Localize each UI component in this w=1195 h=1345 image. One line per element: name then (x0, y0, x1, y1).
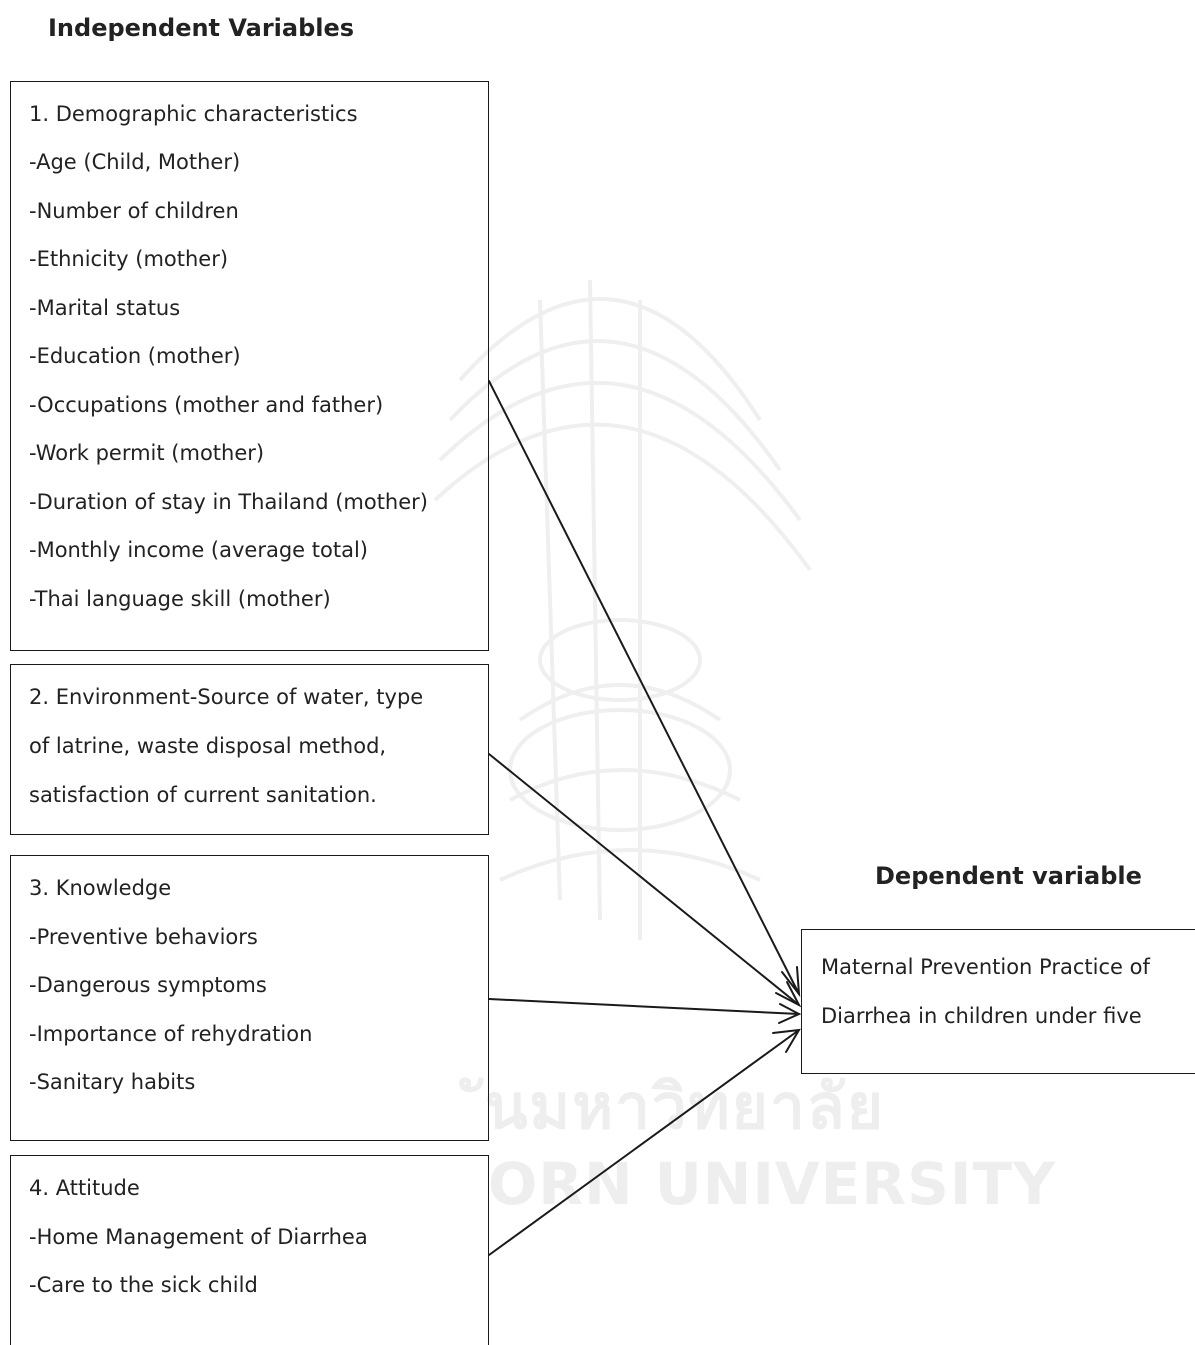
arrowhead-knowledge (778, 1003, 802, 1024)
demographic-item: -Age (Child, Mother) (29, 150, 241, 174)
attitude-item: -Care to the sick child (29, 1273, 258, 1297)
environment-line: of latrine, waste disposal method, (29, 734, 387, 758)
arrow-knowledge-to-outcome (488, 998, 800, 1015)
arrowhead-demographic (781, 966, 801, 998)
demographic-item: -Duration of stay in Thailand (mother) (29, 490, 428, 514)
attitude-title: 4. Attitude (29, 1176, 140, 1200)
environment-line: satisfaction of current sanitation. (29, 783, 377, 807)
demographic-item: -Thai language skill (mother) (29, 587, 331, 611)
watermark-english-text: ORN UNIVERSITY (488, 1150, 1057, 1218)
demographic-item: -Ethnicity (mother) (29, 247, 229, 271)
knowledge-item: -Preventive behaviors (29, 925, 258, 949)
outcome-line: Diarrhea in children under five (821, 1004, 1142, 1028)
outcome-line: Maternal Prevention Practice of (821, 955, 1150, 979)
arrow-attitude-to-outcome (488, 1029, 800, 1256)
demographic-box (10, 81, 489, 651)
knowledge-item: -Dangerous symptoms (29, 973, 267, 997)
demographic-item: -Occupations (mother and father) (29, 393, 384, 417)
dependent-variable-heading: Dependent variable (875, 862, 1142, 890)
independent-variables-heading: Independent Variables (48, 14, 355, 42)
arrowhead-environment (775, 981, 802, 1008)
knowledge-item: -Sanitary habits (29, 1070, 196, 1094)
demographic-title: 1. Demographic characteristics (29, 102, 358, 126)
demographic-item: -Work permit (mother) (29, 441, 265, 465)
demographic-item: -Marital status (29, 296, 181, 320)
arrow-demographic-to-outcome (488, 380, 800, 995)
environment-line: 2. Environment-Source of water, type (29, 685, 424, 709)
arrowhead-attitude (772, 1028, 801, 1053)
demographic-item: -Number of children (29, 199, 239, 223)
outcome-box (801, 929, 1195, 1074)
attitude-item: -Home Management of Diarrhea (29, 1225, 368, 1249)
arrow-environment-to-outcome (488, 753, 800, 1006)
demographic-item: -Education (mother) (29, 344, 241, 368)
demographic-item: -Monthly income (average total) (29, 538, 368, 562)
knowledge-title: 3. Knowledge (29, 876, 172, 900)
knowledge-item: -Importance of rehydration (29, 1022, 313, 1046)
